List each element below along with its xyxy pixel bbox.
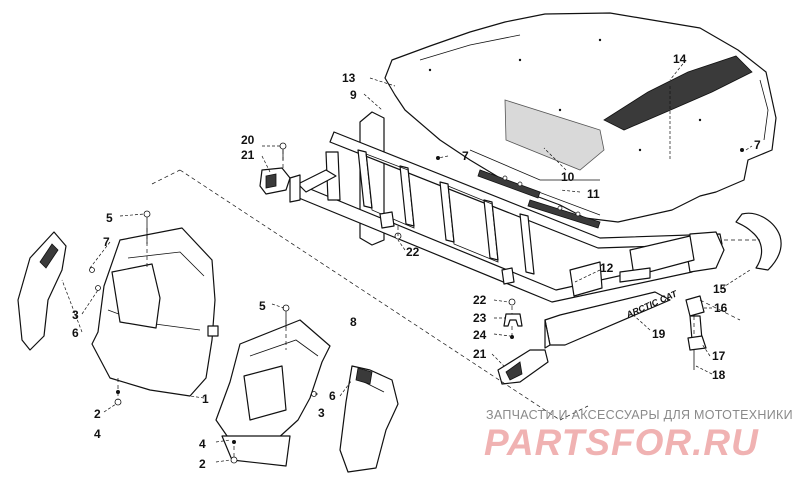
watermark-tagline: ЗАПЧАСТИ И АКСЕССУАРЫ ДЛЯ МОТОТЕХНИКИ — [486, 408, 793, 422]
rack-frame — [289, 131, 725, 349]
callout-6b: 6 — [329, 389, 336, 403]
callout-4b: 4 — [199, 437, 206, 451]
callout-6a: 6 — [72, 326, 79, 340]
right-mud-flap — [339, 365, 399, 473]
callout-5b: 5 — [259, 299, 266, 313]
callout-7c: 7 — [754, 138, 761, 152]
callout-15: 15 — [713, 282, 727, 296]
gray-plate — [504, 99, 605, 171]
callout-numbers: 1 2 2 3 3 4 4 5 5 6 6 7 7 7 8 9 10 11 12… — [72, 52, 761, 471]
hinge-assembly — [685, 295, 741, 370]
callout-21a: 21 — [241, 148, 255, 162]
callout-9: 9 — [350, 88, 357, 102]
callout-2a: 2 — [94, 407, 101, 421]
anti-skid-strip — [603, 55, 753, 131]
callout-3a: 3 — [72, 308, 79, 322]
end-cap-upper — [259, 142, 291, 195]
callout-23: 23 — [473, 311, 487, 325]
cargo-bed-panel — [384, 12, 777, 223]
callout-16: 16 — [714, 301, 728, 315]
callout-21b: 21 — [473, 347, 487, 361]
left-mud-flap-detail — [39, 243, 59, 269]
leader-lines — [61, 59, 753, 463]
callout-3b: 3 — [318, 406, 325, 420]
callout-7a: 7 — [103, 235, 110, 249]
callout-24: 24 — [473, 328, 487, 342]
right-fender — [735, 212, 782, 271]
callout-20: 20 — [241, 133, 255, 147]
watermark-logo: PARTSFOR.RU — [484, 422, 759, 463]
callout-18: 18 — [712, 368, 726, 382]
callout-22b: 22 — [473, 293, 487, 307]
callout-4a: 4 — [94, 427, 101, 441]
callout-10: 10 — [561, 170, 575, 184]
callout-12: 12 — [600, 261, 614, 275]
callout-14: 14 — [673, 52, 687, 66]
callout-13: 13 — [342, 71, 356, 85]
callout-11: 11 — [587, 187, 600, 201]
callout-2b: 2 — [199, 457, 206, 471]
callout-1: 1 — [202, 392, 209, 406]
callout-19: 19 — [652, 327, 666, 341]
right-fender-liner — [215, 319, 331, 467]
callout-8: 8 — [350, 315, 357, 329]
end-cap-lower — [497, 349, 549, 385]
callout-7b: 7 — [462, 149, 469, 163]
callout-22a: 22 — [406, 245, 420, 259]
callout-5a: 5 — [106, 211, 113, 225]
reference-lines — [117, 150, 760, 458]
watermark: ЗАПЧАСТИ И АКСЕССУАРЫ ДЛЯ МОТОТЕХНИКИ PA… — [484, 408, 793, 463]
clip-assembly — [503, 298, 523, 339]
left-fender-liner — [91, 227, 219, 397]
callout-17: 17 — [712, 349, 726, 363]
left-mud-flap — [17, 231, 67, 351]
